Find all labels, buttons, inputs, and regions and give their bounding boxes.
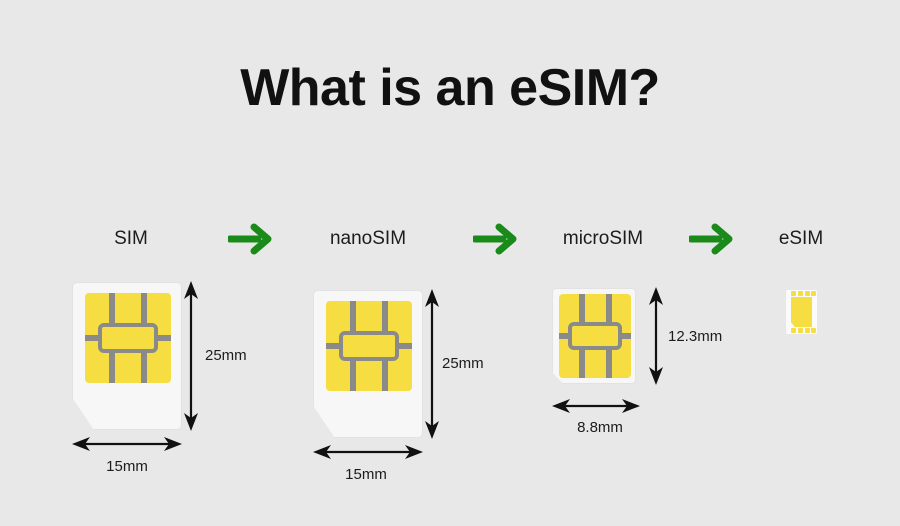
esim-core [791,297,812,327]
arrow-right-icon [471,222,519,261]
sim-chip [559,294,631,378]
dimension-label-width: 15mm [345,466,387,483]
chip-center-pad [568,322,622,350]
sim-card-body [313,290,423,438]
dimension-label-width: 15mm [106,458,148,475]
esim-pin [798,291,803,296]
dimension-arrow-horizontal [552,395,640,422]
esim-pin [811,291,816,296]
esim-pin [791,291,796,296]
esim-pin [811,328,816,333]
chip-center-pad [98,323,158,353]
esim-pin [791,328,796,333]
dimension-arrow-vertical [421,289,443,444]
esim-pin [805,291,810,296]
arrow-right-icon [226,222,274,261]
dimension-label-width: 8.8mm [577,419,623,436]
chip-center-pad [339,331,399,361]
esim-pin [798,328,803,333]
dimension-arrow-horizontal [72,433,182,460]
dimension-arrow-vertical [180,281,202,436]
dimension-label-height: 25mm [442,355,484,372]
esim-pin [805,328,810,333]
stage-label-sim: SIM [114,228,148,249]
dimension-arrow-horizontal [313,441,423,468]
sim-chip [326,301,412,391]
page-title: What is an eSIM? [240,59,660,117]
stage-label-nanosim: nanoSIM [329,228,407,249]
dimension-label-height: 25mm [205,347,247,364]
sim-card-body [552,288,636,384]
sim-card-body [72,282,182,430]
esim-chip [786,290,817,334]
stage-label-microsim: microSIM [562,228,644,249]
arrow-right-icon [687,222,735,261]
dimension-label-height: 12.3mm [668,328,723,345]
stage-label-esim: eSIM [778,228,824,249]
dimension-arrow-vertical [645,287,667,390]
sim-chip [85,293,171,383]
